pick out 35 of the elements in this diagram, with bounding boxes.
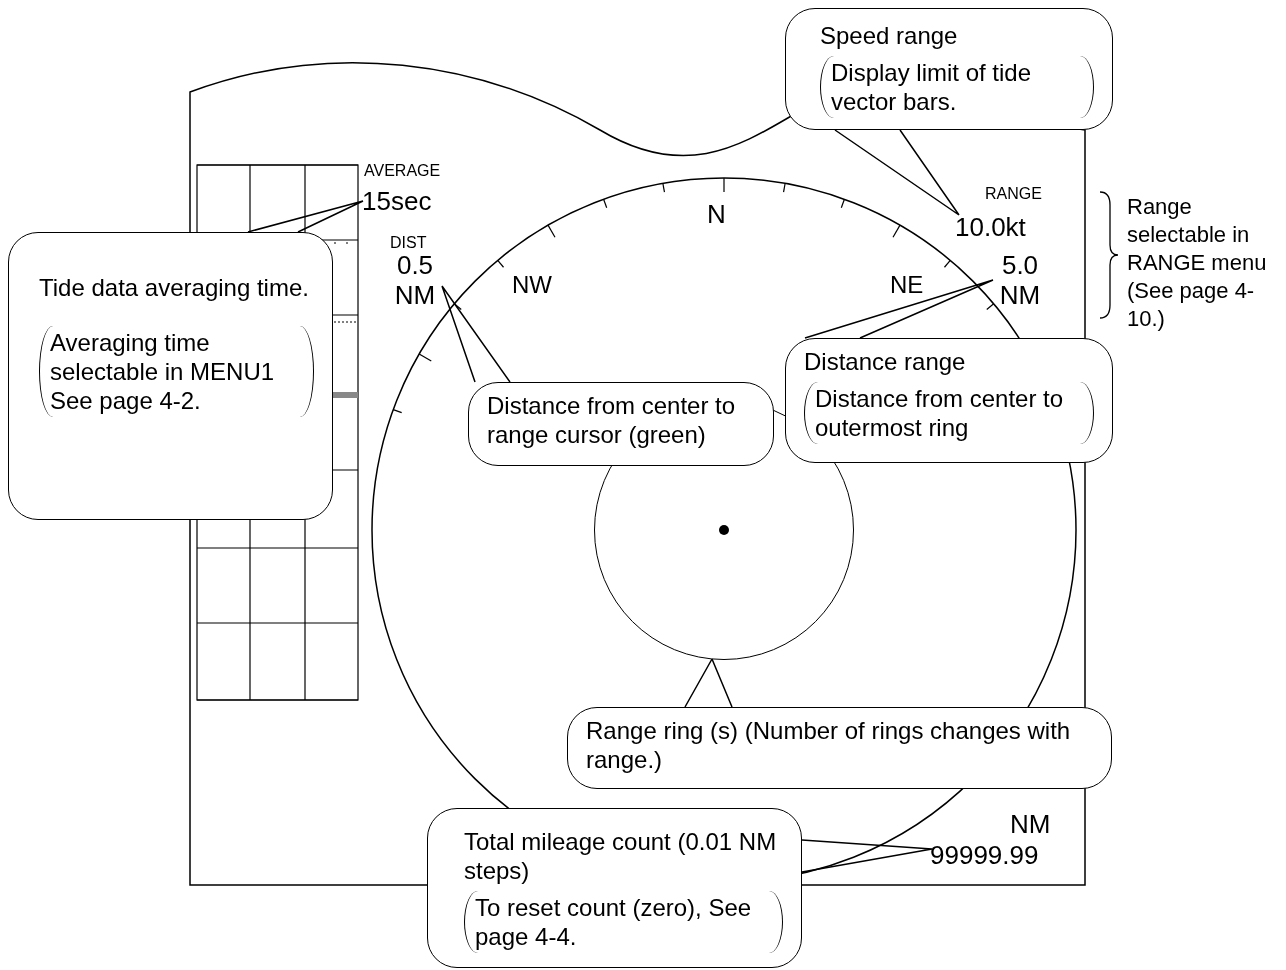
callout-text: Range ring (s) (Number of rings changes with range.) xyxy=(586,716,1072,774)
callout-tooltip xyxy=(567,707,1112,789)
callout-text: Total mileage count (0.01 NM steps) xyxy=(464,827,778,885)
callout-tail xyxy=(834,129,960,216)
note-text: Range selectable in RANGE menu (See page 4-10.) xyxy=(1127,193,1268,333)
callout-tooltip xyxy=(468,382,774,466)
compass-label: NE xyxy=(890,270,925,300)
callout-tail xyxy=(684,658,733,708)
callout-text: Distance range xyxy=(804,347,967,376)
bracketed-note: Distance from center to outermost ring xyxy=(804,382,1094,444)
callout-tail xyxy=(441,285,511,383)
readout-value: 5.0 NM xyxy=(990,250,1050,310)
callout-tooltip xyxy=(427,808,802,968)
field-label: NM xyxy=(1010,808,1052,840)
callout-tooltip xyxy=(785,8,1113,130)
field-label: AVERAGE xyxy=(364,161,442,181)
field-label: RANGE xyxy=(985,184,1043,204)
readout-value: 0.5 NM xyxy=(385,250,445,310)
callout-text: Tide data averaging time. xyxy=(39,273,310,302)
callout-tooltip xyxy=(8,232,333,520)
field-label: DIST xyxy=(390,233,428,253)
bracketed-note: Display limit of tide vector bars. xyxy=(820,56,1094,118)
callout-tooltip xyxy=(785,338,1113,463)
callout-text: Speed range xyxy=(820,21,959,50)
callout-text: Distance from center to range cursor (green) xyxy=(487,391,737,449)
readout-value: 15sec xyxy=(362,186,432,216)
readout-value: 10.0kt xyxy=(955,212,1026,242)
callout-tail xyxy=(801,839,933,873)
callout-tail xyxy=(804,279,994,339)
bracketed-note: To reset count (zero), See page 4-4. xyxy=(464,891,783,953)
compass-label: N xyxy=(707,198,727,230)
readout-value: 99999.99 xyxy=(930,840,1039,870)
callout-tail xyxy=(247,200,364,233)
compass-label: NW xyxy=(512,270,553,300)
bracketed-note: Averaging time selectable in MENU1 See page 4-2. xyxy=(39,326,314,417)
